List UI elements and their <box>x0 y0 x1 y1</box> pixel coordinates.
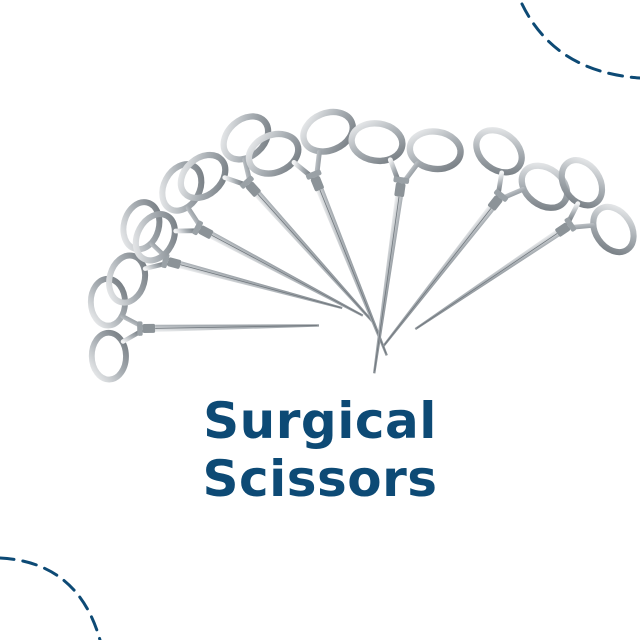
title-line-1: Surgical <box>203 392 437 450</box>
page-title: Surgical Scissors <box>0 392 640 508</box>
decorative-arc-bottom-left <box>0 556 102 640</box>
forceps-icon <box>386 152 640 372</box>
title-line-2: Scissors <box>202 450 438 508</box>
decorative-arc-top-right <box>520 2 640 80</box>
forceps-fan-illustration <box>0 100 640 390</box>
